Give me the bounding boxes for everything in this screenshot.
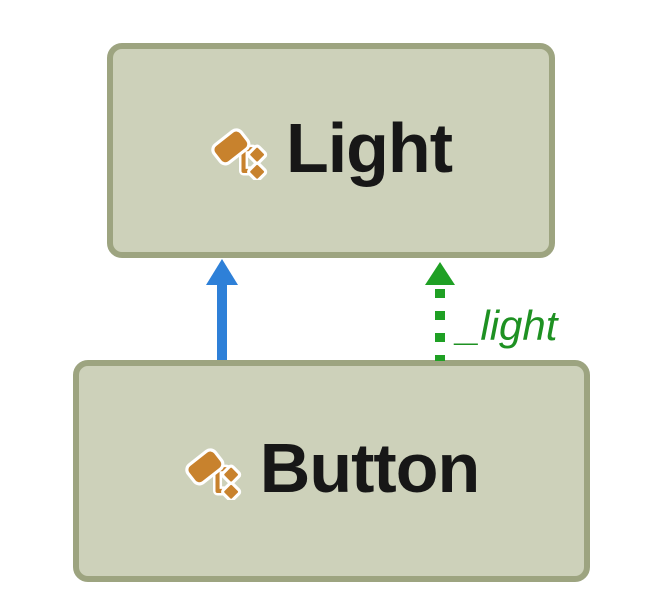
- class-icon: [185, 448, 241, 500]
- dotted-edge-label: _light: [457, 302, 558, 349]
- node-light[interactable]: Light: [107, 43, 555, 258]
- dotted-edge[interactable]: [435, 289, 445, 361]
- solid-edge-arrowhead: [206, 259, 238, 285]
- node-light-label: Light: [285, 108, 453, 187]
- dotted-edge-arrowhead: [425, 262, 455, 285]
- class-icon: [211, 127, 268, 180]
- node-button[interactable]: Button: [73, 360, 590, 582]
- solid-edge[interactable]: [217, 283, 227, 360]
- node-button-label: Button: [259, 429, 480, 507]
